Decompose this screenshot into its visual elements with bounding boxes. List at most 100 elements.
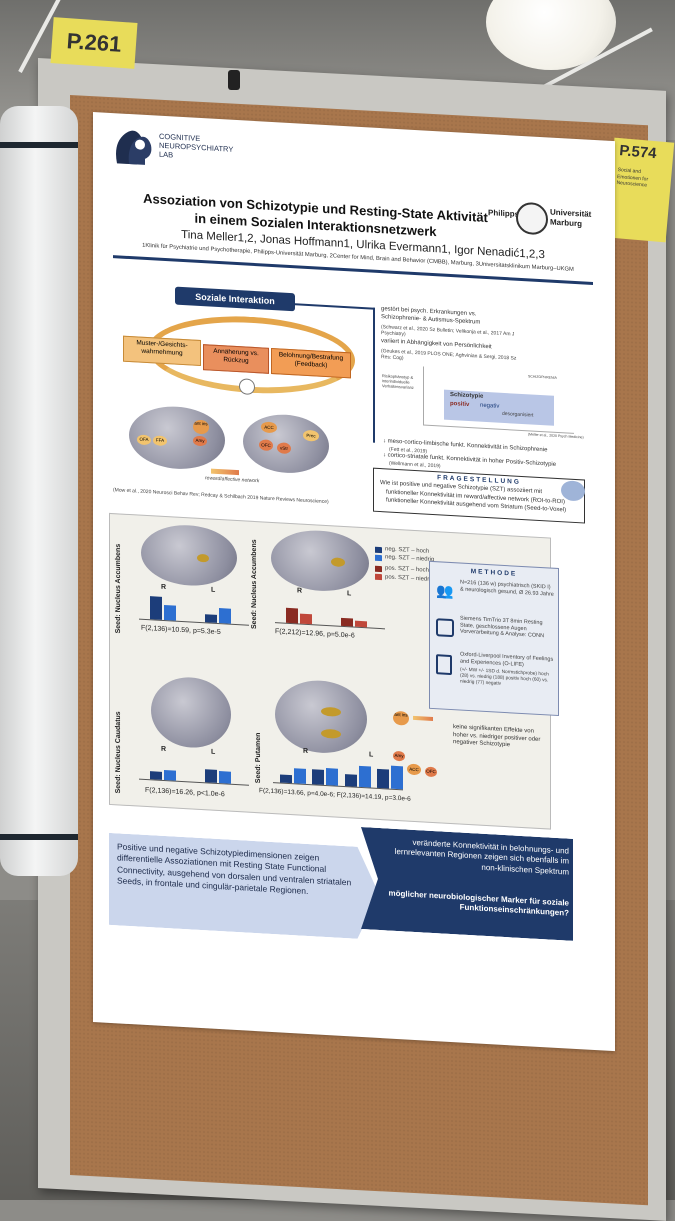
chart-bar [300, 613, 312, 625]
legend-label: neg. SZT – niedrig [385, 554, 435, 564]
lab-logo-icon [116, 130, 152, 165]
region-label: ACC [261, 421, 277, 434]
seed-label: Seed: Nucleus Accumbens [251, 539, 258, 630]
network-legend-label: reward/affective network [205, 475, 260, 485]
chart-bar [280, 774, 292, 784]
spectrum-pos: positiv [450, 400, 470, 409]
pin [228, 70, 240, 90]
roi-node: ACC [407, 763, 421, 776]
methods-sample: N=216 (136 w) psychiatrisch (SKID I) & n… [460, 579, 554, 598]
cycle-step: Belohnung/Bestrafung (Feedback) [271, 347, 351, 379]
tick-label: L [369, 751, 374, 759]
brain-icon [561, 480, 585, 502]
poster-number-tag: P.261 [50, 17, 138, 69]
spectrum-risk: Risikophänotyp & interindividuelle Verha… [382, 373, 414, 390]
tick-label: R [303, 747, 309, 756]
tick-label: R [297, 587, 303, 595]
legend-swatch [375, 573, 382, 581]
chart-bar [205, 614, 217, 623]
tick-label: L [347, 590, 352, 598]
poster-tube [0, 106, 78, 876]
university-name: Philipps [488, 208, 520, 219]
conclusion-right-top: veränderte Konnektivität in belohnungs- … [394, 837, 569, 877]
chart-bar [150, 596, 162, 620]
results-legend: neg. SZT – hoch neg. SZT – niedrig pos. … [375, 546, 434, 584]
poster: COGNITIVE NEUROPSYCHIATRY LAB Philipps U… [93, 112, 615, 1052]
poster-number-tag: P.574 Social and Emotionen for Neuroscie… [605, 137, 675, 243]
region-label: Prec [303, 429, 319, 442]
chart-bar [355, 620, 367, 628]
university-seal-icon [516, 201, 548, 236]
spectrum-plot: Risikophänotyp & interindividuelle Verha… [382, 366, 584, 439]
roi-node: Amy [393, 750, 405, 762]
spectrum-ref: (Meller et al., 2020 Psych Medicine) [528, 432, 584, 440]
conclusion-left: Positive und negative Schizotypiedimensi… [109, 833, 379, 940]
chart-bar [219, 608, 231, 624]
conclusion-left-text: Positive und negative Schizotypiedimensi… [117, 841, 352, 897]
region-label: OFA [137, 434, 151, 446]
lab-name: COGNITIVE NEUROPSYCHIATRY LAB [159, 132, 233, 163]
methods-questionnaire: Oxford-Liverpool Inventory of Feelings a… [460, 651, 554, 668]
network-legend-swatch [413, 715, 433, 722]
tick-label: R [161, 583, 167, 592]
chart-bar [150, 771, 162, 780]
intro-citation: (Mow et al., 2020 Neurosci Behav Rev; Re… [113, 487, 329, 506]
conclusion-right: veränderte Konnektivität in belohnungs- … [361, 827, 573, 941]
chart-bar [205, 769, 217, 783]
chart-bar [312, 769, 324, 785]
legend-swatch [375, 554, 382, 561]
university-name: Universität Marburg [550, 208, 591, 229]
chart-bar [341, 617, 353, 627]
chart-bar [219, 771, 231, 784]
conclusion-right-bottom: möglicher neurobiologischer Marker für s… [388, 888, 569, 919]
chart-bar [326, 768, 338, 786]
methods-scanner: Siemens TimTrio 3T 8min Resting State, g… [460, 615, 545, 640]
clock-icon [239, 378, 255, 396]
roi-network: ant ins Amy ACC OFC [393, 710, 449, 778]
connector-line [293, 303, 375, 310]
chart-bar [164, 769, 176, 781]
region-label: FFA [153, 435, 167, 447]
cycle-step: Annäherung vs. Rückzug [203, 344, 269, 374]
legend-swatch [375, 546, 382, 553]
chart-bar [359, 765, 371, 788]
legend-swatch [375, 565, 382, 573]
spectrum-schizo: SCHIZOPHRENIA [528, 374, 557, 380]
chart-bar [345, 774, 357, 787]
seed-label: Seed: Nucleus Caudatus [115, 711, 122, 794]
seed-label: Seed: Putamen [255, 732, 262, 784]
scanner-icon [436, 618, 454, 638]
methods-split: (+/- MW +/- 1SD d. Normstichprobe) hoch … [460, 667, 549, 687]
connector-line [373, 307, 375, 443]
methods-header: METHODE [470, 568, 518, 578]
chart-bar [391, 765, 403, 790]
chart-bar [286, 607, 298, 624]
activation-blob [331, 557, 345, 568]
methods-box: METHODE 👥 N=216 (136 w) psychiatrisch (S… [429, 560, 559, 717]
chart-bar [294, 768, 306, 784]
chart-bar [164, 604, 176, 621]
cycle-step: Muster-/Gesichts-wahrnehmung [123, 335, 201, 367]
seed-label: Seed: Nucleus Accumbens [115, 543, 122, 634]
region-label: OFC [259, 439, 273, 452]
region-label: vStr [277, 442, 291, 455]
tube-band [0, 142, 78, 148]
clipboard-icon [436, 654, 452, 676]
section-header: Soziale Interaktion [175, 286, 295, 312]
roi-node: ant ins [393, 710, 409, 726]
spectrum-neg: negativ [480, 402, 500, 410]
people-icon: 👥 [436, 582, 454, 600]
university-logo: Philipps Universität Marburg [488, 200, 598, 248]
region-label: Amy [193, 435, 207, 447]
lab-logo [111, 123, 155, 167]
tube-band [0, 834, 78, 840]
chart-bar [377, 768, 389, 789]
roi-node: OFC [425, 766, 437, 778]
region-label: ant ins [193, 419, 209, 435]
tag-note: Social and Emotionen for Neuroscience [616, 166, 649, 189]
activation-blob [197, 553, 209, 563]
question-box: FRAGESTELLUNG Wie ist positive und negat… [373, 467, 585, 524]
tick-label: R [161, 745, 167, 754]
tick-label: L [211, 586, 216, 594]
tick-label: L [211, 748, 216, 756]
